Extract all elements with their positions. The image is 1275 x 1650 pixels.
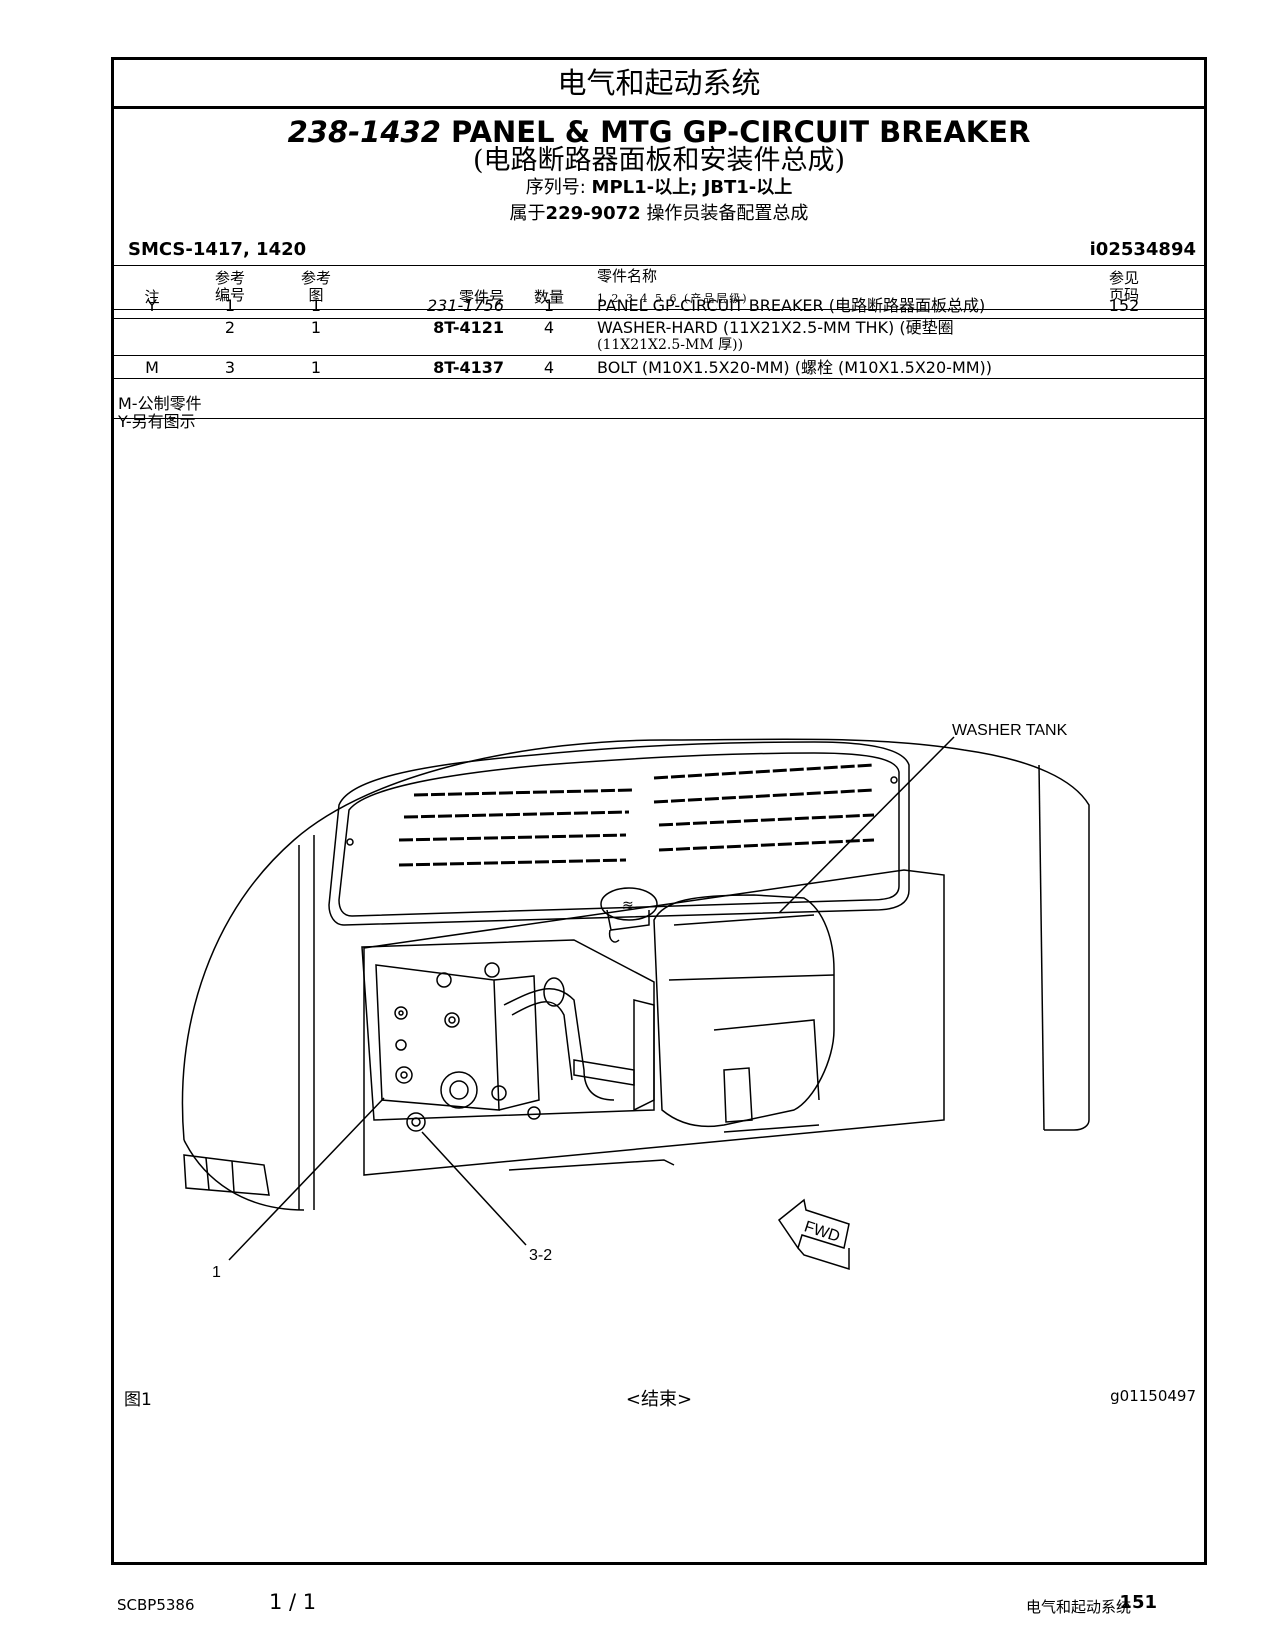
belongs-label: 属于 <box>509 203 546 224</box>
header-note: 注 <box>144 288 160 306</box>
row-part-number: 8T-4137 <box>433 358 504 377</box>
row-fig: 1 <box>310 358 322 377</box>
callout-3-2: 3-2 <box>529 1247 552 1264</box>
part-title-cn: (电路断路器面板和安装件总成) <box>472 145 846 176</box>
part-title: 238-1432 PANEL & MTG GP-CIRCUIT BREAKER <box>114 116 1204 148</box>
row-part-name: PANEL GP-CIRCUIT BREAKER (电路断路器面板总成) <box>597 296 986 315</box>
note-illustrated: Y-另有图示 <box>118 412 196 431</box>
footer-doc-id: SCBP5386 <box>117 1596 195 1614</box>
page-frame: 电气和起动系统 238-1432 PANEL & MTG GP-CIRCUIT … <box>111 57 1207 1565</box>
illustration-id: i02534894 <box>1089 239 1196 260</box>
row-ref: 1 <box>224 296 236 315</box>
figure-label: 图1 <box>124 1390 152 1410</box>
assembly-illustration: ≋ WASHER TANK 1 3-2 FWD <box>181 722 1090 1281</box>
row-part-name: BOLT (M10X1.5X20-MM) (螺栓 (M10X1.5X20-MM)… <box>597 358 993 377</box>
row-ref: 3 <box>224 358 236 377</box>
row-note: M <box>145 358 159 377</box>
row-see-page: 152 <box>1108 296 1140 315</box>
row-fig: 1 <box>310 296 322 315</box>
row-divider <box>114 318 1204 319</box>
footer-page-number: 151 <box>1119 1592 1157 1613</box>
header-ref-no-bottom: 编号 <box>214 286 245 304</box>
notes-legend: M-公制零件 Y-另有图示 <box>118 395 202 431</box>
header-ref-fig-top: 参考 <box>300 269 331 287</box>
belongs-line: 属于229-9072 操作员装备配置总成 <box>114 203 1204 225</box>
svg-text:≋: ≋ <box>622 898 634 914</box>
part-title-en: PANEL & MTG GP-CIRCUIT BREAKER <box>451 115 1031 149</box>
row-part-number: 231-1756 <box>426 296 504 315</box>
row-part-number: 8T-4121 <box>433 318 504 337</box>
graphic-id: g01150497 <box>1110 1387 1196 1405</box>
row-ref: 2 <box>224 318 236 337</box>
row-part-name: WASHER-HARD (11X21X2.5-MM THK) (硬垫圈 <box>597 318 954 337</box>
row-divider <box>114 378 1204 379</box>
end-label: <结束> <box>625 1389 693 1410</box>
smcs-code: SMCS-1417, 1420 <box>128 239 307 260</box>
row-fig: 1 <box>310 318 322 337</box>
header-see-page-bottom: 页码 <box>1108 286 1139 304</box>
header-ref-no-top: 参考 <box>214 269 245 287</box>
belongs-description: 操作员装备配置总成 <box>646 203 809 224</box>
row-qty: 4 <box>543 358 555 377</box>
belongs-part-number: 229-9072 <box>545 203 641 224</box>
serial-label: 序列号: <box>525 177 586 198</box>
serial-value: MPL1-以上; JBT1-以上 <box>591 177 793 198</box>
callout-1: 1 <box>212 1264 221 1281</box>
header-qty: 数量 <box>533 288 564 306</box>
header-see-page-top: 参见 <box>1108 269 1139 287</box>
header-part-name: 零件名称 <box>597 267 658 285</box>
row-divider <box>114 355 1204 356</box>
header-levels: 1 2 3 4 5 6 (产品层级) <box>597 292 749 305</box>
section-title: 电气和起动系统 <box>114 60 1204 109</box>
row-qty: 1 <box>543 296 555 315</box>
callout-washer-tank: WASHER TANK <box>952 722 1068 739</box>
footer-pages: 1 / 1 <box>269 1590 317 1614</box>
notes-divider <box>114 418 1204 419</box>
row-qty: 4 <box>543 318 555 337</box>
table-header: 注 参考 编号 参考 图 零件号 数量 零件名称 1 2 3 4 5 6 (产品… <box>114 265 1204 310</box>
note-metric: M-公制零件 <box>118 394 202 413</box>
serial-line: 序列号: MPL1-以上; JBT1-以上 <box>114 177 1204 199</box>
header-ref-fig-bottom: 图 <box>308 286 324 304</box>
row-note: Y <box>147 296 157 315</box>
footer-section: 电气和起动系统 <box>1025 1598 1131 1616</box>
part-number: 238-1432 <box>287 115 441 149</box>
row-part-name-cont: (11X21X2.5-MM 厚)) <box>597 337 744 353</box>
header-part-no: 零件号 <box>458 288 504 306</box>
